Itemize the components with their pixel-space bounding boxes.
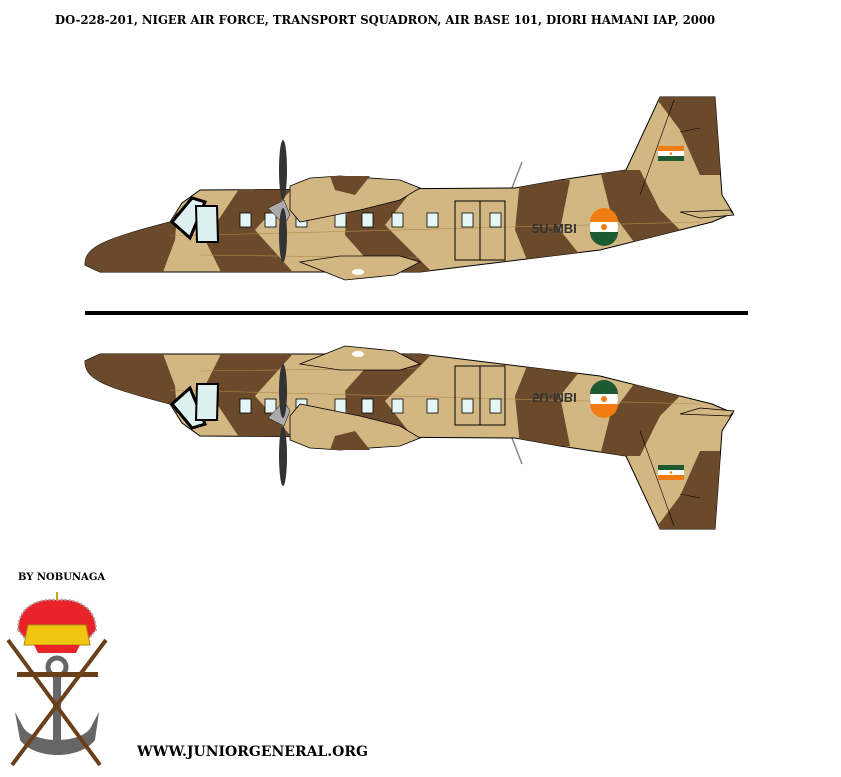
registration-right: 5U-MBI [532,390,577,405]
registration-left: 5U-MBI [532,221,577,236]
crown-anchor-emblem [6,592,108,767]
divider [85,311,748,315]
website-link[interactable]: WWW.JUNIORGENERAL.ORG [137,744,368,760]
page-title: DO-228-201, NIGER AIR FORCE, TRANSPORT S… [55,12,716,27]
byline: BY NOBUNAGA [18,572,106,583]
aircraft-right-view [60,346,734,536]
aircraft-left-view [60,90,734,280]
